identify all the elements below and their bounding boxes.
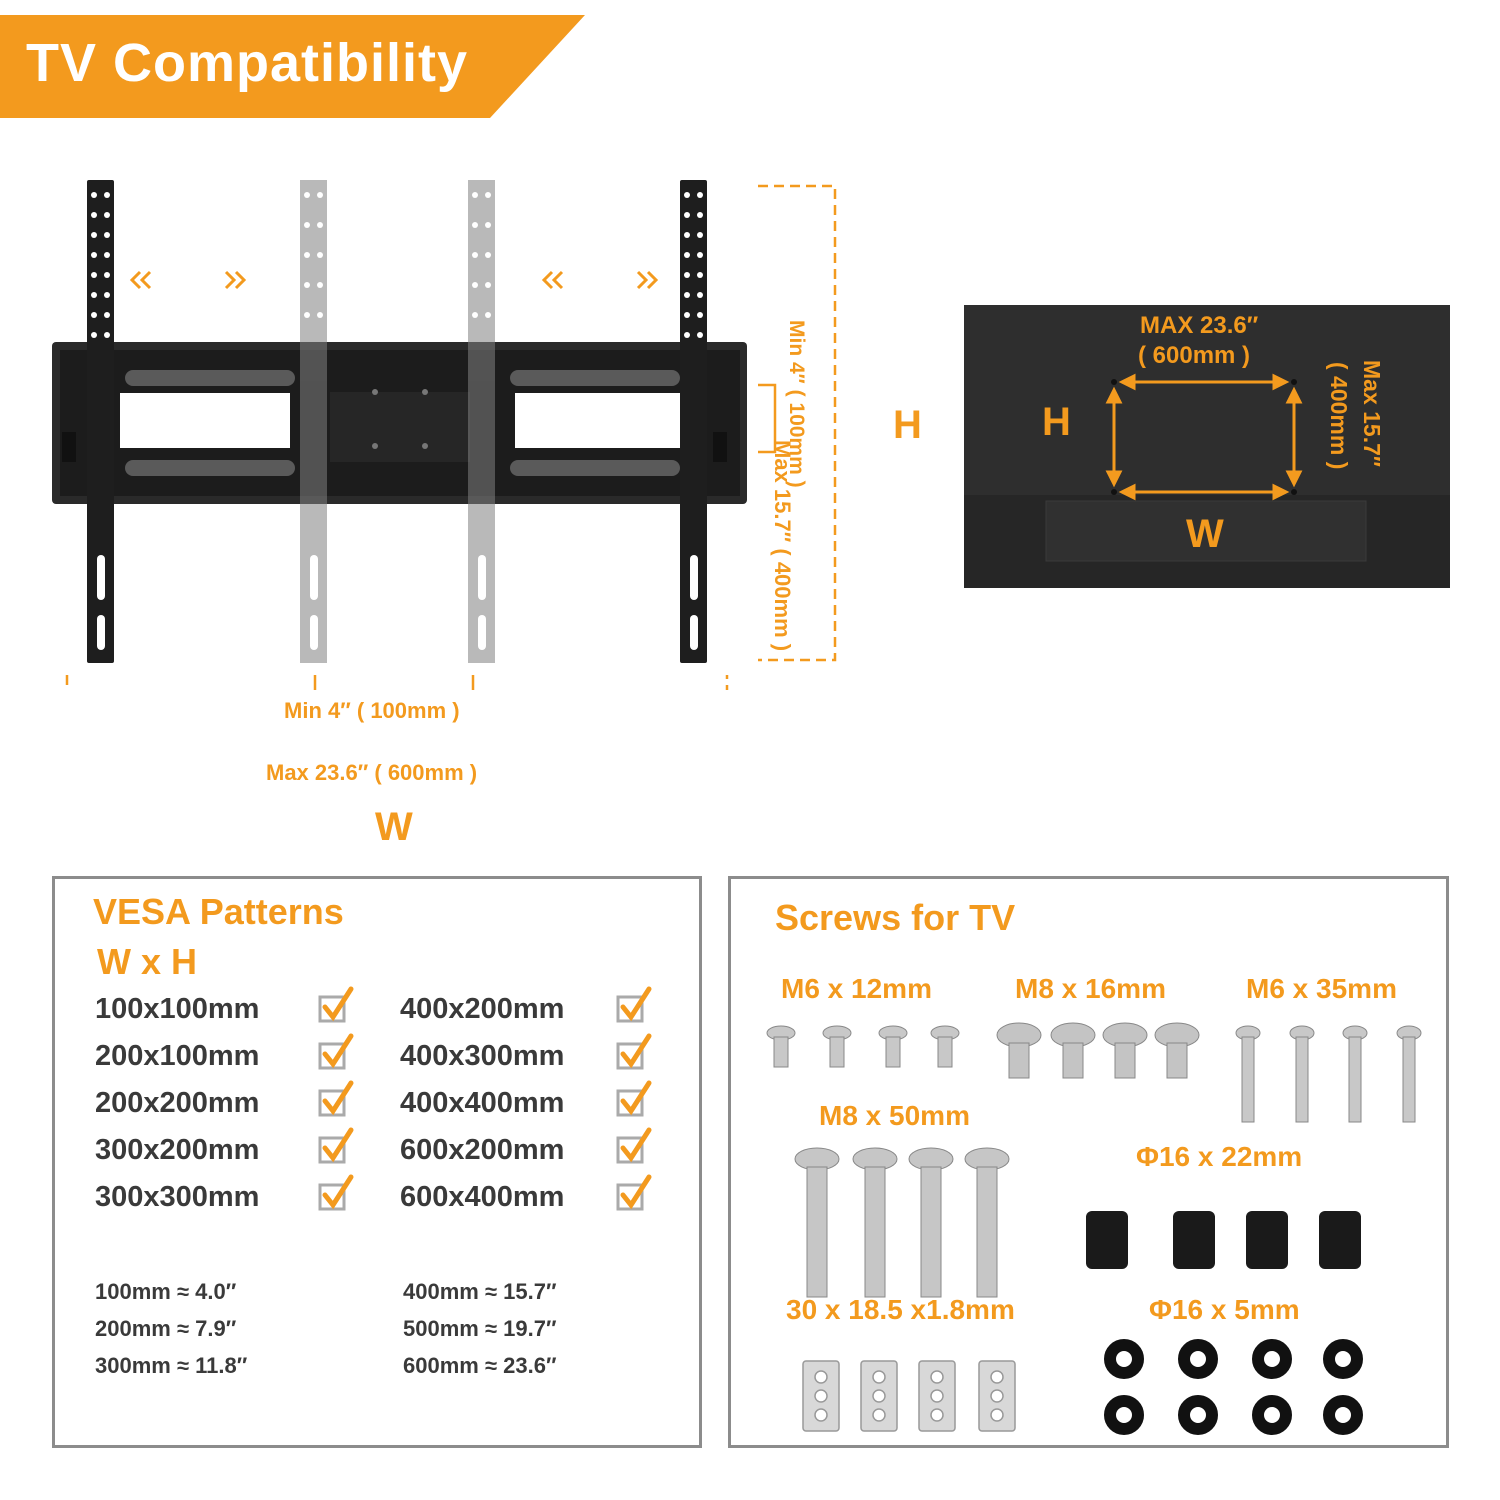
screw-label-m8x50: M8 x 50mm [819, 1100, 970, 1131]
tv-h-letter: H [1042, 400, 1071, 444]
mount-arm-right [680, 180, 707, 663]
screw-m8x16-icon [996, 1022, 1200, 1079]
screw-label-m6x12: M6 x 12mm [781, 973, 932, 1004]
tv-max-width-mm: ( 600mm ) [1138, 342, 1251, 369]
vesa-title: VESA Patterns [93, 891, 344, 932]
vesa-item: 200x100mm [95, 1040, 260, 1072]
checkmark-icon [318, 1080, 354, 1117]
washer-label: Φ16 x 5mm [1149, 1294, 1300, 1325]
vesa-item: 400x400mm [400, 1087, 565, 1119]
vesa-item: 400x300mm [400, 1040, 565, 1072]
checkmark-icon [616, 1080, 652, 1117]
mount-w-letter: W [375, 805, 413, 849]
vesa-item: 100x100mm [95, 993, 260, 1025]
tv-max-height-mm: ( 400mm ) [1326, 362, 1352, 470]
checkmark-icon [616, 1033, 652, 1070]
mount-arm-inner-left [300, 180, 327, 663]
vesa-item: 600x200mm [400, 1134, 565, 1166]
tv-max-width-label: MAX 23.6″ [1140, 312, 1259, 339]
hardware-illustrations [766, 1022, 1422, 1435]
title-banner [0, 15, 585, 118]
mount-min-width-label: Min 4″ ( 100mm ) [284, 698, 460, 723]
washer-icon [1104, 1339, 1363, 1435]
vesa-item: 400x200mm [400, 993, 565, 1025]
screw-label-m8x16: M8 x 16mm [1015, 973, 1166, 1004]
screw-m8x50-icon [794, 1147, 1010, 1298]
vesa-patterns-panel: VESA Patterns W x H 100x100mm 200x100mm … [52, 876, 702, 1448]
mount-h-letter: H [893, 403, 922, 447]
checkmark-icon [616, 986, 652, 1023]
mount-arm-left [87, 180, 114, 663]
mount-horizontal-bar [52, 342, 747, 504]
checkmark-icon [318, 1127, 354, 1164]
page-title: TV Compatibility [26, 33, 469, 93]
checkmark-icon [616, 1127, 652, 1164]
plate-label: 30 x 18.5 x1.8mm [786, 1294, 1015, 1325]
spacer-icon [1086, 1211, 1361, 1269]
conversion-item: 100mm ≈ 4.0″ [95, 1279, 237, 1304]
screw-label-m6x35: M6 x 35mm [1246, 973, 1397, 1004]
conversion-item: 200mm ≈ 7.9″ [95, 1316, 237, 1341]
screws-title: Screws for TV [775, 897, 1016, 938]
slide-arrows [129, 270, 659, 290]
checkmark-icon [318, 986, 354, 1023]
checkmark-icon [616, 1174, 652, 1211]
tv-back-diagram [964, 305, 1450, 588]
tv-max-height-label: Max 15.7″ [1359, 360, 1385, 467]
conversion-item: 500mm ≈ 19.7″ [403, 1316, 557, 1341]
checkmark-icon [318, 1033, 354, 1070]
checkmark-icon [318, 1174, 354, 1211]
conversion-item: 300mm ≈ 11.8″ [95, 1353, 248, 1378]
wall-mount-diagram [52, 180, 837, 690]
vesa-subtitle: W x H [97, 941, 198, 982]
conversion-item: 600mm ≈ 23.6″ [403, 1353, 557, 1378]
tv-w-letter: W [1186, 512, 1224, 556]
screw-m6x12-icon [766, 1025, 960, 1068]
screw-m6x35-icon [1235, 1025, 1422, 1123]
vesa-item: 200x200mm [95, 1087, 260, 1119]
vesa-item: 300x200mm [95, 1134, 260, 1166]
screws-panel: Screws for TV M6 x 12mm M8 x 16mm M6 x 3… [728, 876, 1449, 1448]
spacer-label: Φ16 x 22mm [1136, 1141, 1303, 1172]
mount-min-height-label: Min 4″ ( 100mm ) [785, 320, 808, 488]
mount-max-width-label: Max 23.6″ ( 600mm ) [266, 760, 478, 785]
conversion-item: 400mm ≈ 15.7″ [403, 1279, 557, 1304]
mount-arm-inner-right [468, 180, 495, 663]
plate-icon [802, 1360, 1016, 1432]
vesa-item: 600x400mm [400, 1181, 565, 1213]
vesa-item: 300x300mm [95, 1181, 260, 1213]
dimension-lines [65, 184, 837, 690]
